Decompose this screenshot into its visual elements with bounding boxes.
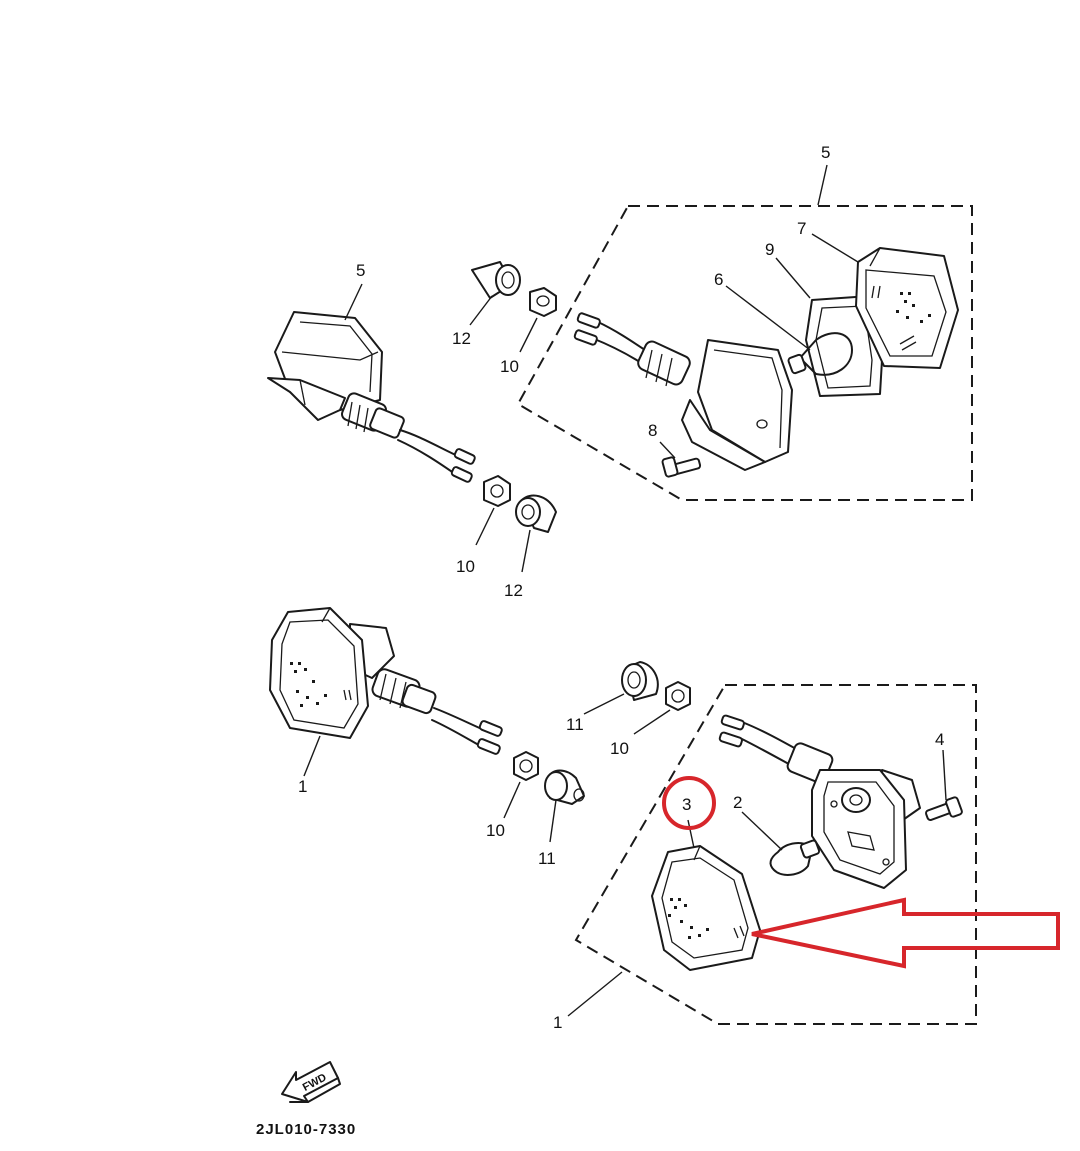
grommet-lower-b [544, 769, 585, 805]
callout-grommet-lower-b: 11 [538, 849, 556, 868]
callout-grommet-lower-a: 11 [566, 715, 584, 734]
callout-lens-lower: 3 [682, 795, 691, 814]
leader-grommet-mid [521, 529, 531, 573]
callout-gasket-upper: 9 [765, 240, 774, 259]
leader-lens-upper [811, 233, 859, 263]
leader-nut-upper [519, 317, 538, 353]
callout-nut-mid: 10 [456, 557, 475, 576]
leader-screw-lower [942, 749, 947, 801]
lens-lower [651, 845, 761, 971]
callout-lower-box: 1 [553, 1013, 562, 1032]
lower-box-leader [567, 971, 623, 1017]
leader-bulb-lower [741, 811, 783, 851]
lower-assembly-boundary [574, 684, 977, 1025]
grommet-mid [515, 494, 557, 533]
lens-upper [855, 247, 959, 369]
leader-lower-left-light [303, 735, 321, 777]
leader-grommet-upper [469, 295, 493, 326]
turn-signal-lower-right-housing [718, 714, 921, 889]
screw-upper [661, 456, 702, 478]
turn-signal-lower-left [269, 607, 503, 755]
turn-signal-upper-right-housing [573, 312, 793, 471]
part-code: 2JL010-7330 [256, 1121, 356, 1138]
screw-lower [925, 796, 963, 821]
leader-grommet-lower-b [549, 799, 557, 843]
leader-nut-lower-b [503, 781, 521, 819]
nut-lower-b [513, 751, 539, 781]
upper-box-leader [817, 164, 828, 206]
leader-gasket-upper [775, 257, 811, 299]
callout-screw-lower: 4 [935, 730, 944, 749]
callout-upper-box: 5 [821, 143, 830, 162]
callout-nut-upper: 10 [500, 357, 519, 376]
grommet-upper [471, 261, 521, 299]
nut-lower-a [665, 681, 691, 711]
nut-mid [483, 475, 511, 507]
callout-upper-left-light: 5 [356, 261, 365, 280]
leader-upper-left-light [344, 283, 363, 321]
callout-screw-upper: 8 [648, 421, 657, 440]
nut-upper [529, 287, 557, 317]
leader-lens-lower [687, 819, 695, 849]
bulb-lower [769, 839, 821, 876]
leader-screw-upper [659, 441, 676, 459]
turn-signal-upper-left [267, 311, 476, 483]
highlight-arrow [751, 897, 1060, 969]
callout-nut-lower-a: 10 [610, 739, 629, 758]
highlight-circle [662, 776, 716, 830]
upper-assembly-boundary [516, 205, 973, 501]
callout-lower-left-light: 1 [298, 777, 307, 796]
callout-nut-lower-b: 10 [486, 821, 505, 840]
leader-nut-mid [475, 507, 495, 546]
fwd-arrow-icon: FWD [281, 1061, 341, 1103]
callout-bulb-upper: 6 [714, 270, 723, 289]
callout-lens-upper: 7 [797, 219, 806, 238]
callout-bulb-lower: 2 [733, 793, 742, 812]
leader-nut-lower-a [633, 709, 671, 735]
callout-grommet-upper: 12 [452, 329, 471, 348]
callout-grommet-mid: 12 [504, 581, 523, 600]
leader-bulb-upper [725, 285, 811, 351]
leader-grommet-lower-a [583, 693, 625, 715]
grommet-lower-a [621, 661, 659, 701]
